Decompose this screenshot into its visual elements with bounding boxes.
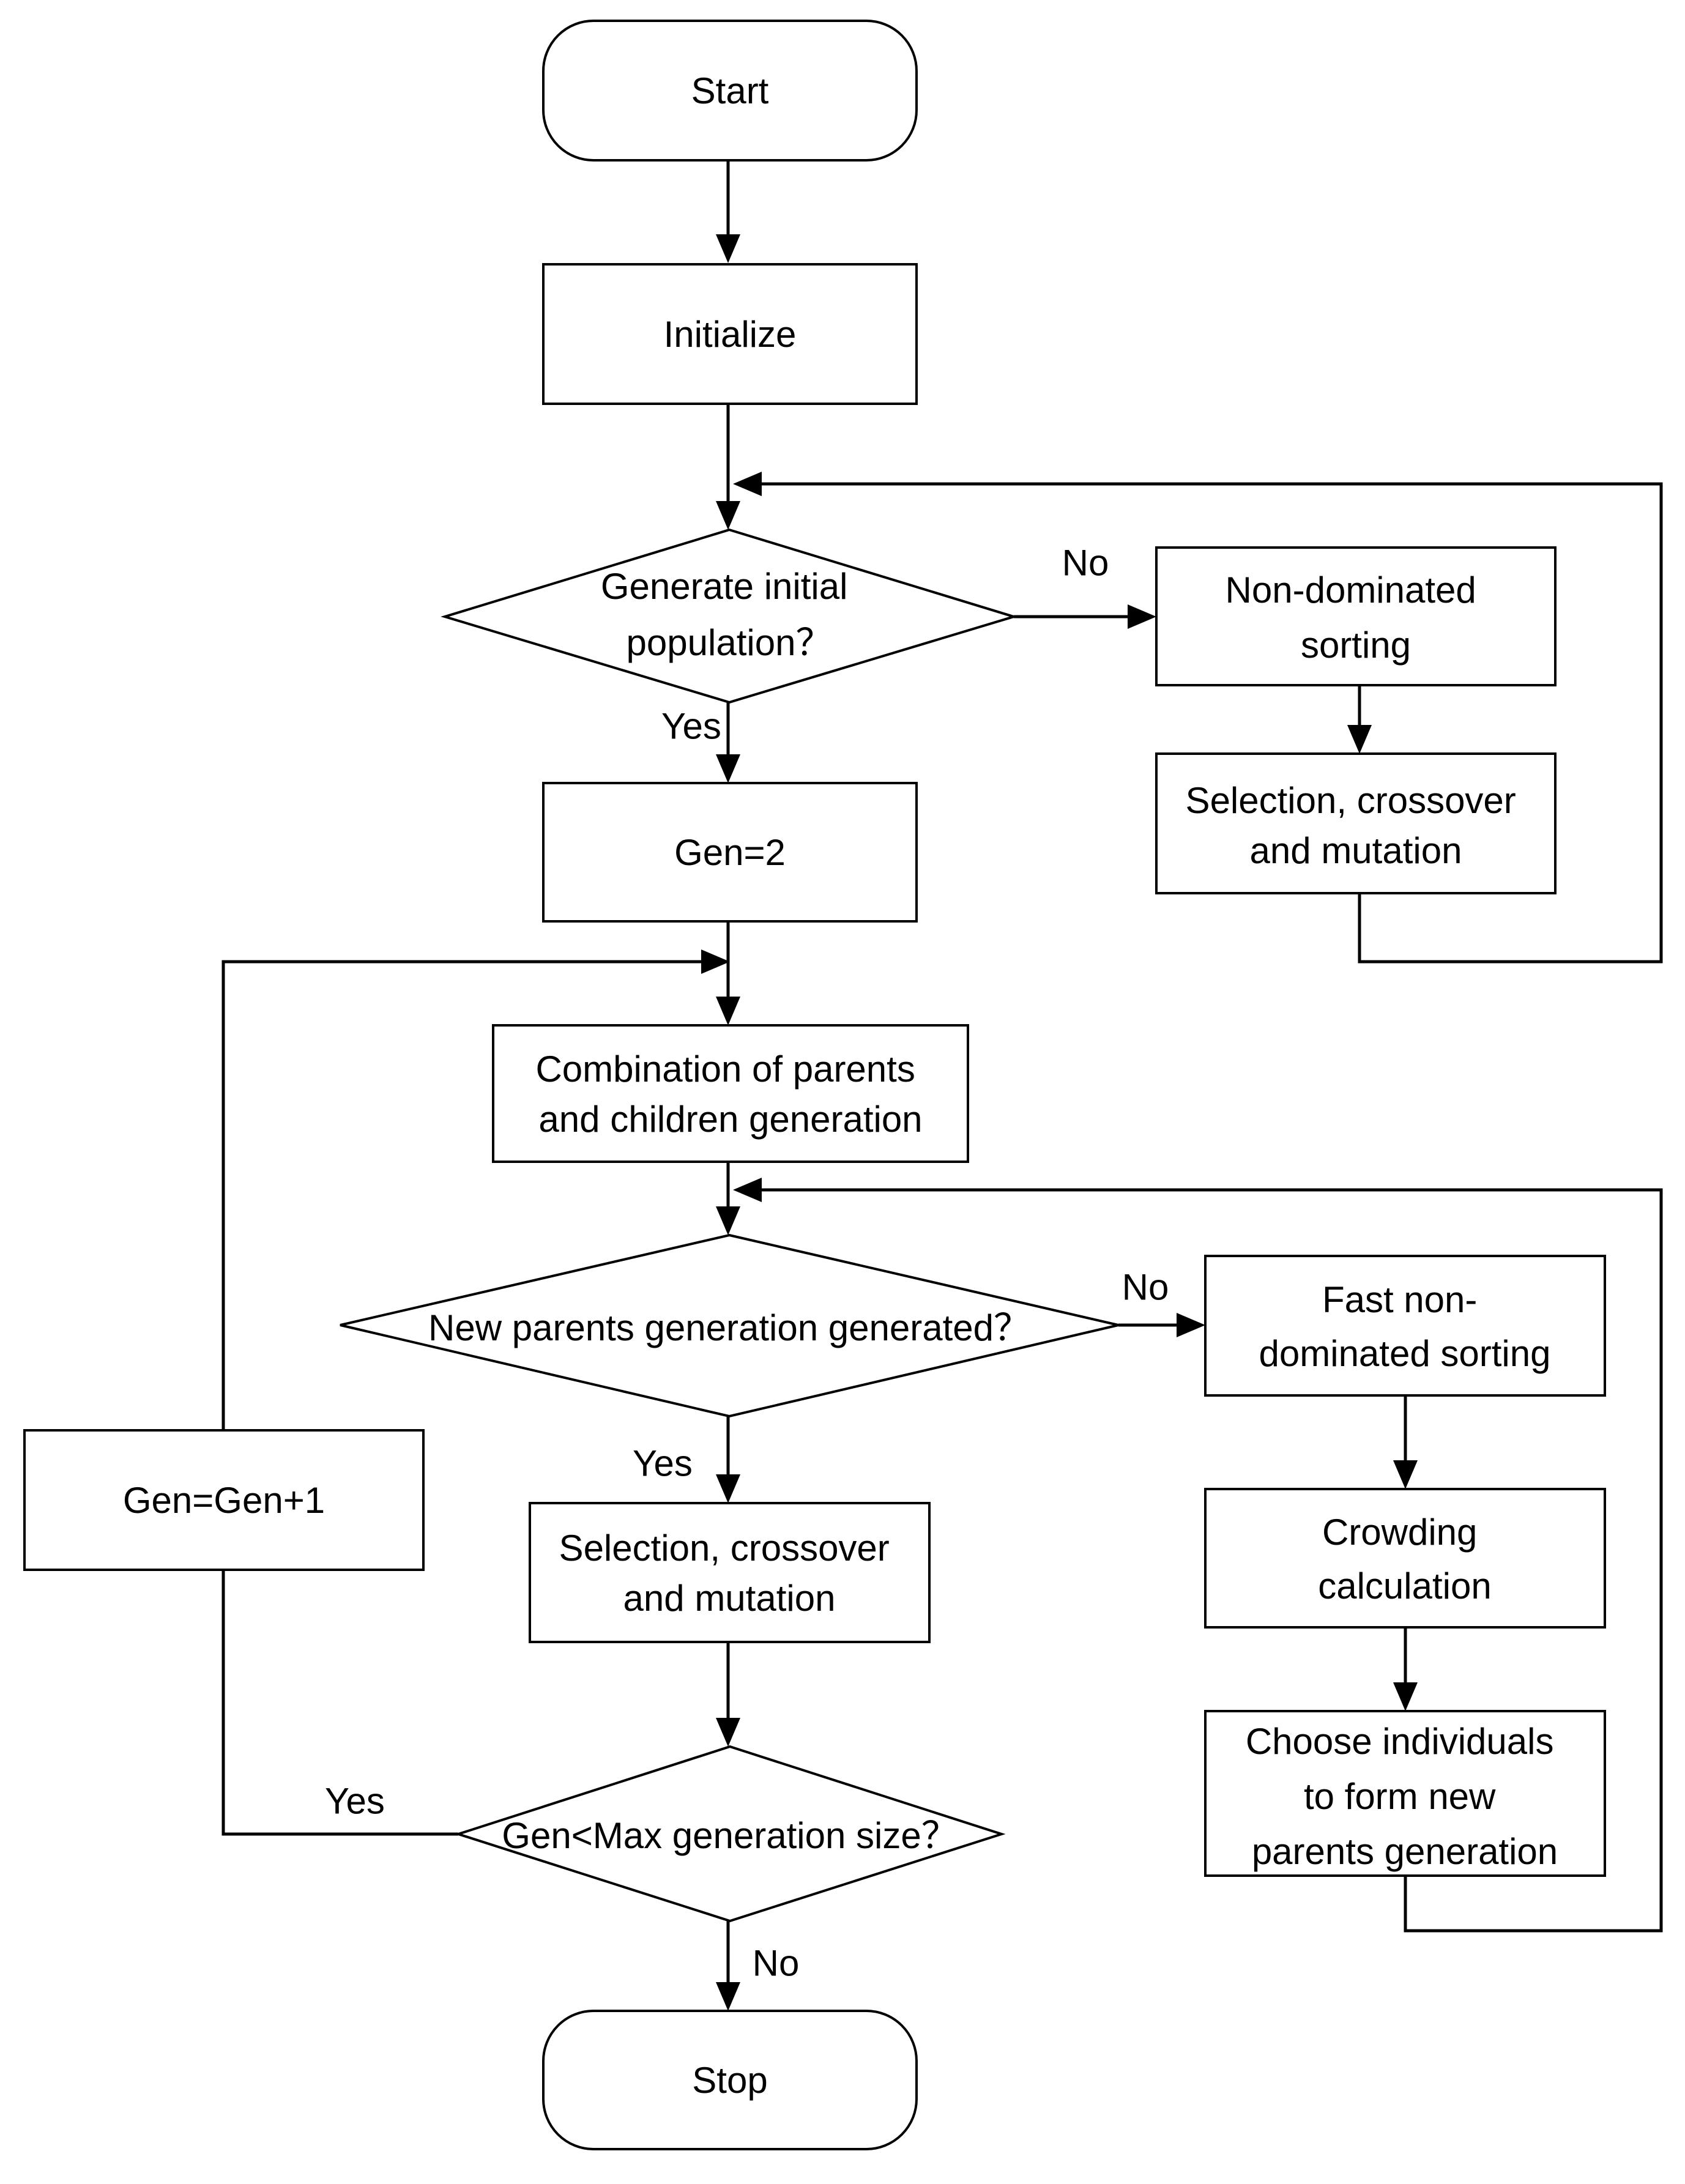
connector-loop-top	[762, 482, 1663, 964]
node-fast-sorting-label: Fast non- dominated sorting	[1259, 1279, 1551, 1374]
node-fast-sorting: Fast non- dominated sorting	[1204, 1255, 1606, 1397]
connector-max-yes	[221, 1570, 458, 1836]
node-non-dominated-sorting: Non-dominated sorting	[1155, 546, 1557, 686]
node-crowding: Crowding calculation	[1204, 1488, 1606, 1629]
node-start: Start	[542, 20, 918, 162]
node-gen2-label: Gen=2	[674, 832, 786, 873]
arrowhead	[1347, 725, 1372, 754]
decision-initial-population-label: Generate initial population？	[601, 566, 858, 663]
edge-label-initial-yes: Yes	[661, 706, 721, 747]
arrowhead	[716, 754, 740, 783]
node-combination: Combination of parents and children gene…	[492, 1024, 969, 1163]
arrowhead	[716, 1718, 740, 1747]
node-initialize-label: Initialize	[664, 314, 797, 355]
node-non-dominated-sorting-label: Non-dominated sorting	[1226, 570, 1487, 666]
node-selection-bottom-label: Selection, crossover and mutation	[559, 1528, 900, 1619]
node-gen-increment: Gen=Gen+1	[23, 1429, 425, 1571]
node-crowding-label: Crowding calculation	[1318, 1512, 1492, 1606]
node-choose-individuals-label: Choose individuals to form new parents g…	[1246, 1721, 1564, 1872]
arrowhead	[716, 234, 740, 263]
node-stop: Stop	[542, 2010, 918, 2150]
connector-loop-bottom	[762, 1188, 1663, 1933]
node-combination-label: Combination of parents and children gene…	[535, 1049, 925, 1140]
arrowhead	[1177, 1313, 1205, 1337]
arrowhead	[733, 472, 762, 496]
connector-gen-increment-loop	[221, 960, 701, 1430]
arrowhead	[733, 1178, 762, 1202]
node-initialize: Initialize	[542, 263, 918, 405]
arrowhead	[716, 1982, 740, 2011]
arrowhead	[1128, 604, 1156, 629]
arrowhead	[716, 997, 740, 1025]
decision-max-generation-label: Gen<Max generation size？	[502, 1815, 958, 1856]
edge-label-new-parents-no: No	[1122, 1267, 1169, 1308]
arrowhead	[1393, 1460, 1418, 1489]
decision-new-parents-label: New parents generation generated？	[428, 1307, 1030, 1348]
edge-label-initial-no: No	[1062, 543, 1109, 584]
decision-initial-population: Generate initial population？	[441, 528, 1018, 704]
node-gen-increment-label: Gen=Gen+1	[123, 1480, 325, 1521]
node-choose-individuals: Choose individuals to form new parents g…	[1204, 1710, 1606, 1877]
connectors	[221, 160, 1663, 2011]
node-selection-bottom: Selection, crossover and mutation	[529, 1502, 931, 1643]
edge-label-max-no: No	[753, 1943, 800, 1984]
node-gen2: Gen=2	[542, 782, 918, 923]
arrowhead	[701, 949, 730, 974]
decision-new-parents: New parents generation generated？	[340, 1233, 1119, 1418]
arrowhead	[716, 501, 740, 530]
arrowhead	[716, 1474, 740, 1503]
arrowhead	[716, 1206, 740, 1235]
node-selection-top-label: Selection, crossover and mutation	[1186, 780, 1527, 871]
node-start-label: Start	[691, 70, 769, 111]
decision-max-generation: Gen<Max generation size？	[454, 1745, 1006, 1923]
node-stop-label: Stop	[692, 2060, 767, 2101]
arrowhead	[1393, 1682, 1418, 1711]
edge-label-max-yes: Yes	[325, 1781, 385, 1822]
edge-labels: No Yes No Yes Yes No	[325, 543, 1169, 1984]
edge-label-new-parents-yes: Yes	[633, 1443, 693, 1484]
node-selection-top: Selection, crossover and mutation	[1155, 752, 1557, 894]
